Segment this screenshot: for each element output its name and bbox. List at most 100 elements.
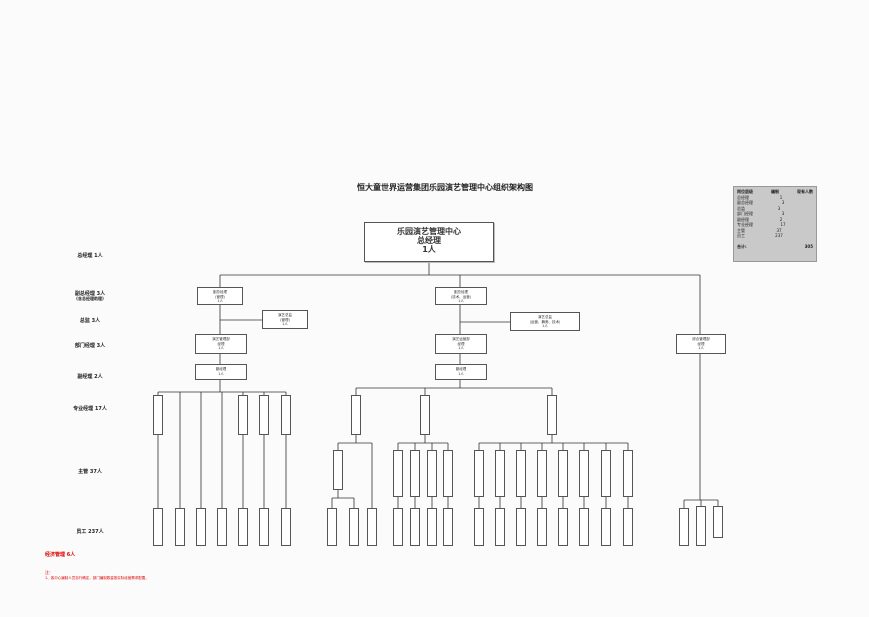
staff-box [410,508,420,546]
staff-box [238,508,248,546]
supervisor-box [427,450,437,497]
legend-header-current: 现有人数 [797,189,813,194]
level-label-deputy: 副经理 2人 [77,374,103,380]
supervisor-box [333,450,343,490]
staff-box [327,508,337,546]
level-label-director: 总监 3人 [79,318,101,324]
legend-cell: 总经理 [737,194,749,200]
deputy-box-line1: 副经理 [215,367,227,371]
staff-box [427,508,437,546]
staff-box [579,508,589,546]
deputy-box-line2: 1人 [218,371,224,376]
legend-cell: 员工 [737,233,745,238]
staff-box [537,508,547,546]
staff-box [696,506,706,546]
director-box-line1: 演艺总监 [538,315,552,319]
legend-cell: 17 [780,222,786,227]
gm-box-line2: 总经理 [417,236,441,245]
supervisor-box [410,450,420,497]
economic-mgmt-label: 经济管理 6人 [45,552,76,558]
legend-cell: 总监 [737,205,745,211]
level-label-supervisor: 主管 37人 [78,469,102,475]
dept-box-line2: 经理 [217,341,225,346]
specialist-box [238,395,248,435]
vp-box-line3: 1人 [458,299,464,303]
vp-box-line1: 副总经理 [454,290,468,294]
staff-box [713,506,723,538]
level-label-vp: 副总经理 3人 [74,291,106,297]
gm-box-line3: 1人 [422,245,436,254]
staff-box [196,508,206,546]
general-manager-box: 乐园演艺管理中心 总经理 1人 [364,222,494,262]
director-box-line2: (管理) [280,317,290,322]
supervisor-box [474,450,484,497]
legend-cell: 3 [781,200,785,205]
supervisor-box [393,450,403,497]
specialist-box [547,395,557,435]
staff-box [679,508,689,546]
legend-row: 员工 237 [737,233,813,239]
dept-box-line1: 演艺管理部 [212,337,230,341]
staff-box [393,508,403,546]
legend-cell: 2 [779,216,783,222]
vp-box: 副总经理(技术、运营)1人 [435,287,487,305]
dept-box-line2: 经理 [457,341,465,346]
legend-row: 总监 3 [737,206,813,212]
note-text: 1、各中心编制人员另行确定，部门编制数量按实际经营需求配置。 [45,576,149,580]
supervisor-box [443,450,453,497]
director-box-line1: 演艺总监 [278,313,292,317]
specialist-box [281,395,291,435]
supervisor-box [495,450,505,497]
dept-box-line1: 演艺运营部 [452,337,470,341]
supervisor-box [623,450,633,497]
level-label-gm: 总经理 1人 [77,253,103,259]
legend-header-quota: 编制 [771,189,779,194]
staff-box [153,508,163,546]
director-box: 演艺总监(管理)1人 [262,310,308,329]
staff-box [281,508,291,546]
specialist-box [153,395,163,435]
legend-cell: 237 [775,233,783,238]
vp-box-line3: 1人 [217,299,223,303]
vp-box: 副总经理(管理)1人 [197,287,243,305]
staff-box [474,508,484,546]
legend-cell: 部门经理 [737,211,753,216]
chart-title: 恒大童世界运营集团乐园演艺管理中心组织架构图 [357,182,533,192]
legend-cell: 副总经理 [737,200,753,205]
deputy-box-line2: 1人 [458,371,464,376]
legend-total: 合计: 305 [737,244,813,250]
dept-box-line3: 1人 [698,346,704,350]
legend-header: 岗位层级 编制 现有人数 [737,189,813,195]
supervisor-box [579,450,589,497]
staff-box [601,508,611,546]
dept-box-line3: 1人 [218,346,224,350]
director-box: 演艺总监(运营、舞美、技术)1人 [510,312,580,331]
staff-box [259,508,269,546]
staff-box [558,508,568,546]
vp-box-line1: 副总经理 [213,290,227,294]
specialist-box [420,395,430,435]
supervisor-box [558,450,568,497]
specialist-box [351,395,361,435]
legend-cell: 副经理 [737,216,749,222]
dept-box-line2: 经理 [697,341,705,346]
level-label-vp-note: (含总经理助理) [76,296,104,301]
staff-box [516,508,526,546]
supervisor-box [537,450,547,497]
staff-box [217,508,227,546]
vp-box-line2: (管理) [215,294,225,299]
gm-box-line1: 乐园演艺管理中心 [397,227,461,236]
dept-box-line3: 1人 [458,346,464,350]
legend-cell: 3 [777,205,781,211]
dept-box-line1: 综合管理部 [692,337,710,341]
